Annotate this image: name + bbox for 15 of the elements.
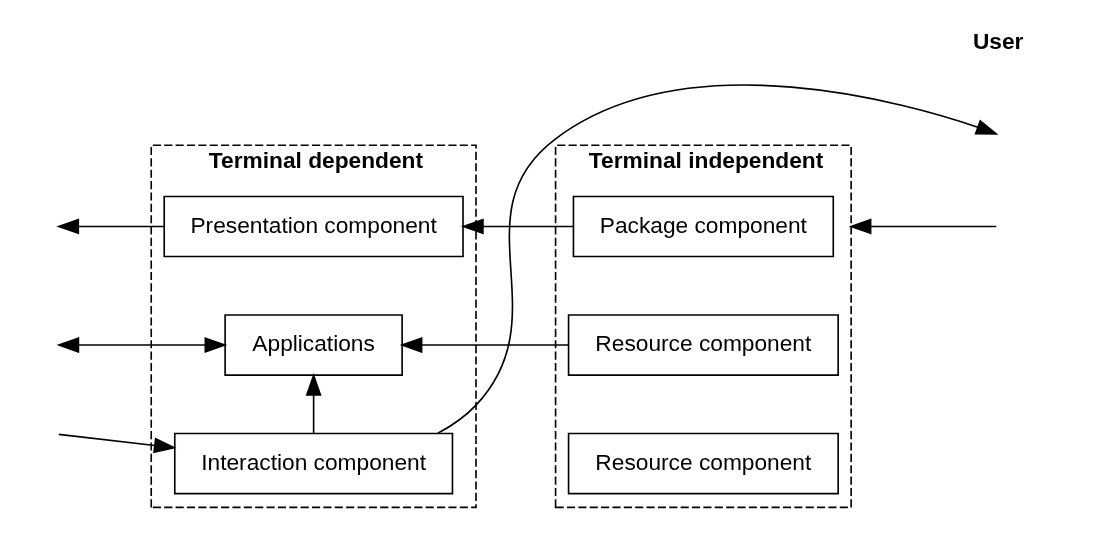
arrow — [460, 218, 574, 235]
arrow — [399, 337, 569, 353]
node-box: Resource component — [567, 314, 839, 376]
label: User — [972, 28, 1023, 54]
node-box: Presentation component — [162, 195, 464, 258]
node-box: Package component — [572, 195, 834, 258]
arrow — [56, 337, 227, 353]
node-box: Interaction component — [173, 432, 453, 495]
arrow — [436, 84, 999, 434]
arrow — [57, 433, 177, 454]
arrow — [305, 373, 322, 435]
arrow — [848, 218, 997, 235]
node-box: Applications — [223, 314, 403, 376]
arrow — [55, 218, 165, 235]
node-box: Resource component — [567, 432, 839, 495]
